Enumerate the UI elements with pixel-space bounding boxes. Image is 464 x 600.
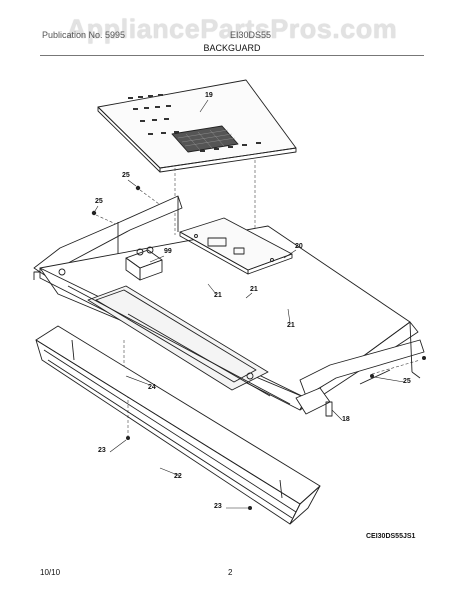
watermark: AppliancePartsPros.com bbox=[66, 14, 398, 44]
part-label-control-board: 20 bbox=[295, 243, 303, 250]
part-label-screw-24: 24 bbox=[148, 384, 156, 391]
part-label-screw-23: 23 bbox=[98, 447, 106, 454]
part-label-screw-25: 25 bbox=[122, 172, 130, 179]
diagram-code: CEI30DS55JS1 bbox=[366, 533, 416, 540]
part-label-trim: 22 bbox=[174, 473, 182, 480]
footer-date: 10/10 bbox=[40, 568, 61, 577]
part-label-screw-21: 21 bbox=[287, 322, 295, 329]
section-title: BACKGUARD bbox=[203, 43, 261, 53]
part-label-screw-23: 23 bbox=[214, 503, 222, 510]
model-number: EI30DS55 bbox=[230, 30, 272, 40]
part-label-module: 99 bbox=[164, 248, 172, 255]
part-label-backguard-frame: 18 bbox=[342, 416, 350, 423]
keypad-overlay-drawing bbox=[97, 79, 297, 173]
control-board-drawing bbox=[179, 217, 293, 275]
backguard-frame-drawing bbox=[33, 195, 425, 417]
part-label-screw-25: 25 bbox=[403, 378, 411, 385]
header-rule bbox=[40, 55, 424, 56]
part-label-screw-21: 21 bbox=[214, 292, 222, 299]
page-number: 2 bbox=[228, 568, 233, 577]
publication-number: Publication No. 5995 bbox=[42, 30, 126, 40]
part-label-screw-25: 25 bbox=[95, 198, 103, 205]
part-label-keypad-overlay: 19 bbox=[205, 92, 213, 99]
part-label-screw-21: 21 bbox=[250, 286, 258, 293]
trim-drawing bbox=[35, 325, 321, 525]
module-drawing bbox=[125, 246, 163, 281]
